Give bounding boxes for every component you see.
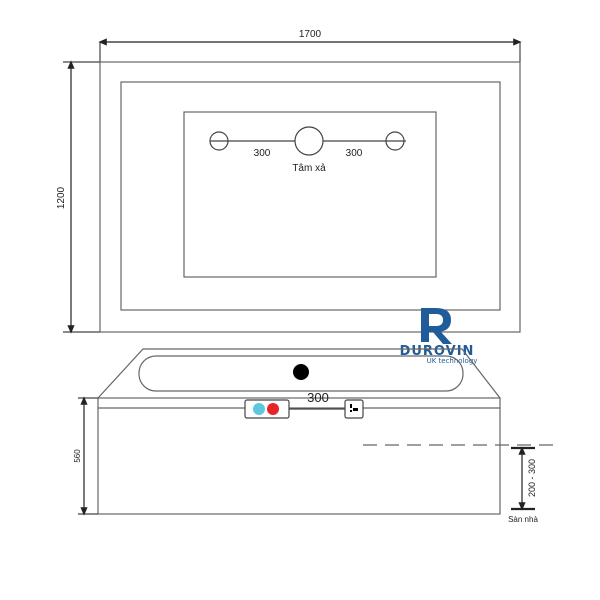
height-dimension-label: 1200: [56, 186, 67, 209]
front-height-label: 560: [73, 449, 82, 463]
cold-water-icon: [253, 403, 265, 415]
tub-top-profile: [97, 348, 501, 399]
overflow-slot: [138, 355, 464, 392]
drain-hole-icon: [293, 364, 309, 380]
outlet-height-label: 200 - 300: [527, 459, 537, 497]
durovin-logo: DUROVIN UK technology: [400, 308, 478, 365]
hot-water-icon: [267, 403, 279, 415]
floor-label: Sàn nhà: [508, 515, 538, 524]
tub-inner-rim: [120, 81, 501, 311]
front-view: [78, 348, 560, 516]
right-spacing-label: 300: [346, 148, 363, 159]
tub-basin: [183, 111, 437, 278]
tub-outer-rim: [99, 61, 521, 333]
brand-tagline: UK technology: [427, 357, 478, 365]
tub-body: [97, 397, 501, 515]
top-view: [63, 38, 522, 334]
drain-center-label: Tâm xả: [292, 163, 326, 174]
left-spacing-label: 300: [254, 148, 271, 159]
pipe-spacing-label: 300: [307, 390, 329, 405]
brand-name: DUROVIN: [400, 344, 475, 359]
width-dimension-label: 1700: [299, 29, 322, 40]
drain-center-icon: [294, 126, 324, 156]
logo-r-icon: [421, 308, 452, 344]
